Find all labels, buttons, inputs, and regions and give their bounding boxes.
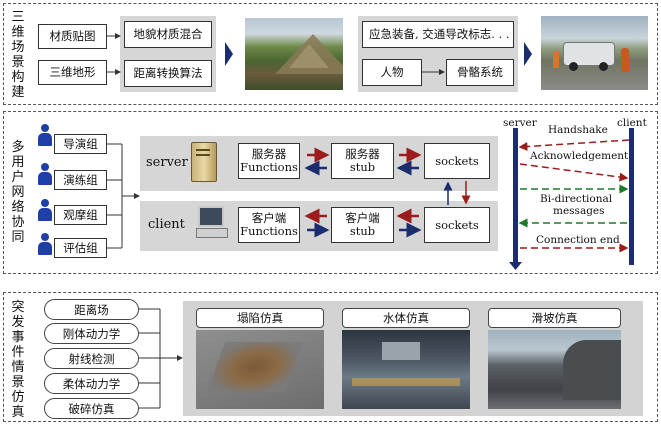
physics-item-soft-body: 柔体动力学 — [44, 373, 139, 394]
physics-item-raycast: 射线检测 — [44, 348, 139, 369]
emergency-equipment-box: 应急装备, 交通导改标志. . . — [362, 21, 514, 48]
landslide-sim-image — [488, 330, 621, 409]
acknowledgement-label: Acknowledgement — [530, 150, 629, 162]
physics-item-fracture: 破碎仿真 — [44, 398, 139, 419]
group-director: 导演组 — [54, 134, 107, 154]
client-functions-line2: Functions — [240, 224, 298, 238]
handshake-label: Handshake — [548, 124, 608, 136]
emergency-sim-panel — [3, 292, 658, 422]
group-observe: 观摩组 — [54, 205, 107, 225]
skeleton-box: 骨骼系统 — [446, 59, 514, 86]
network-collab-title: 多用户网络协同 — [11, 140, 25, 245]
seq-client-lifeline — [629, 128, 634, 265]
server-sockets-box: sockets — [424, 143, 490, 179]
client-stub-box: 客户端 stub — [331, 207, 394, 243]
seq-server-lifeline — [513, 128, 518, 265]
sim-title-landslide: 滑坡仿真 — [488, 308, 621, 328]
seq-client-label: client — [617, 117, 647, 129]
connection-end-label: Connection end — [536, 234, 620, 246]
user-icon — [38, 163, 52, 185]
client-stub-line1: 客户端 — [345, 211, 380, 225]
vehicle-scene-image — [541, 16, 648, 90]
bidir-label-line2: messages — [553, 205, 605, 217]
network-collab-panel — [3, 111, 658, 274]
collapse-sim-image — [196, 330, 324, 409]
server-functions-box: 服务器 Functions — [238, 143, 300, 179]
server-stub-line1: 服务器 — [345, 147, 380, 161]
client-computer-icon — [196, 206, 228, 240]
terrain-blend-box: 地貌材质混合 — [124, 21, 212, 48]
server-functions-line1: 服务器 — [251, 147, 287, 161]
client-functions-box: 客户端 Functions — [238, 207, 300, 243]
user-icon — [38, 199, 52, 221]
mountain-terrain-image — [245, 18, 343, 90]
user-icon — [38, 124, 52, 146]
seq-server-label: server — [503, 117, 537, 129]
emergency-sim-title: 突发事件情景仿真 — [11, 300, 25, 420]
physics-item-rigid-body: 刚体动力学 — [44, 323, 139, 344]
bidir-label-line1: Bi-directional — [540, 193, 613, 205]
sim-title-collapse: 塌陷仿真 — [196, 308, 324, 328]
physics-item-distance-field: 距离场 — [44, 299, 139, 320]
person-box: 人物 — [362, 59, 422, 86]
server-computer-icon — [191, 142, 217, 182]
material-map-box: 材质贴图 — [38, 24, 107, 49]
server-functions-line2: Functions — [240, 160, 298, 174]
group-drill: 演练组 — [54, 170, 107, 190]
client-functions-line1: 客户端 — [251, 211, 287, 225]
server-row-label: server — [146, 155, 188, 170]
sim-title-water: 水体仿真 — [342, 308, 470, 328]
client-stub-line2: stub — [349, 224, 376, 238]
user-icon — [38, 233, 52, 255]
distance-algo-box: 距离转换算法 — [124, 60, 212, 87]
terrain-3d-box: 三维地形 — [38, 60, 107, 85]
client-sockets-box: sockets — [424, 207, 490, 243]
scene-construction-title: 三维场景构建 — [11, 10, 25, 100]
scene-construction-panel — [3, 3, 658, 105]
group-evaluate: 评估组 — [54, 238, 107, 258]
server-stub-line2: stub — [349, 160, 376, 174]
server-stub-box: 服务器 stub — [331, 143, 394, 179]
water-sim-image — [342, 330, 470, 409]
client-row-label: client — [148, 217, 185, 232]
